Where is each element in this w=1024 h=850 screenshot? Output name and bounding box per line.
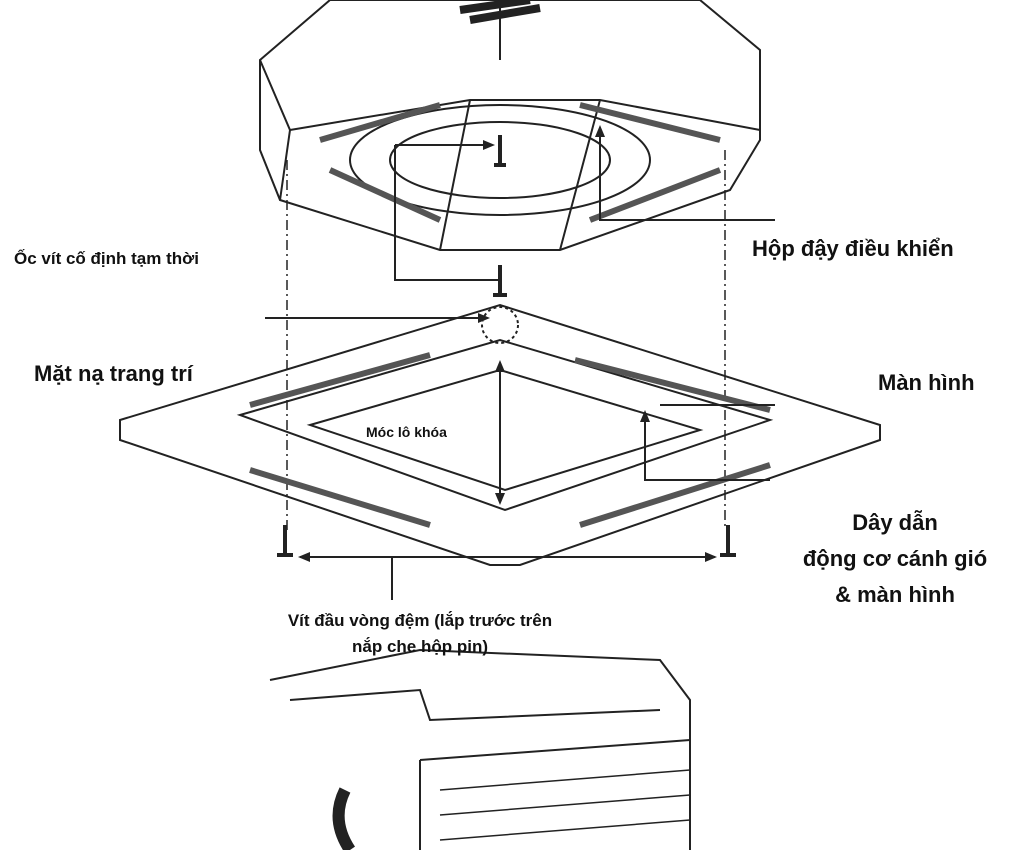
label-washer-screw: Vít đầu vòng đệm (lắp trước trên nắp che… (235, 608, 605, 660)
label-wire-line1: Dây dẫn (852, 510, 938, 535)
label-washer-screw-line1: Vít đầu vòng đệm (lắp trước trên (287, 611, 553, 630)
label-control-box: Hộp đậy điều khiển (752, 236, 954, 261)
label-display: Màn hình (878, 370, 975, 395)
label-temporary-screw: Ốc vít cố định tạm thời (14, 249, 199, 268)
arrowheads (298, 125, 717, 562)
screws (277, 135, 736, 557)
guide-lines (286, 150, 726, 530)
label-lock-hook: Móc lô khóa (366, 424, 447, 440)
label-wire: Dây dẫn động cơ cánh gió & màn hình (770, 505, 1020, 613)
decorative-panel (119, 303, 881, 566)
label-wire-line2: động cơ cánh gió (802, 546, 988, 571)
battery-cover-detail (269, 648, 691, 850)
label-decorative-panel: Mặt nạ trang trí (34, 361, 193, 386)
arrows (265, 130, 775, 600)
label-washer-screw-line2: nắp che hộp pin) (352, 637, 488, 656)
label-wire-line3: & màn hình (835, 582, 955, 607)
indoor-unit (259, 0, 761, 251)
